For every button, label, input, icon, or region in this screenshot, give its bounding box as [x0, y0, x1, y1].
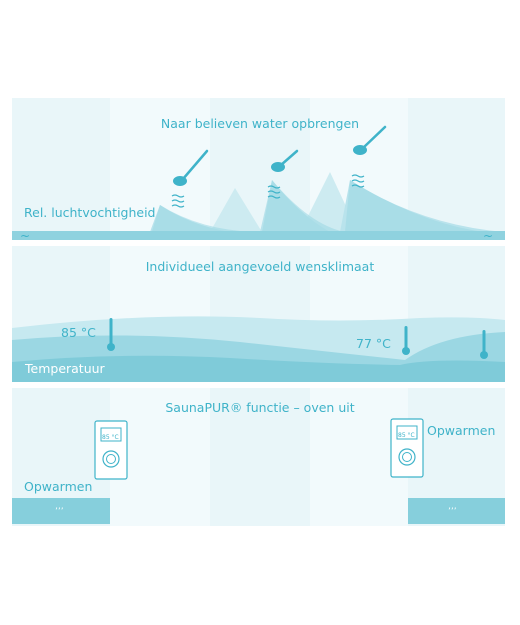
temperature-label: Temperatuur — [25, 361, 105, 376]
thermometer-icon — [402, 326, 410, 355]
tilde-icon: ~ — [20, 229, 30, 243]
temperature-waves — [12, 316, 505, 382]
temperature-wave-front — [12, 355, 505, 382]
heating-bar-left — [12, 498, 110, 524]
humidity-title: Naar believen water opbrengen — [160, 116, 360, 131]
tilde-icon: ~ — [483, 229, 493, 243]
climate-title: Individueel aangevoeld wensklimaat — [145, 259, 375, 274]
section-divider — [12, 382, 505, 388]
section-divider — [12, 240, 505, 246]
steam-icon — [351, 174, 365, 188]
water-ladle-icon — [271, 149, 299, 172]
humidity-wave-shade — [150, 180, 505, 238]
heat-waves-icon: ʼʼʼ — [55, 507, 64, 517]
thermometer-icon — [107, 318, 115, 351]
sauna-controller-left — [94, 420, 128, 480]
heating-bar-right — [408, 498, 505, 524]
steam-icon — [171, 194, 185, 208]
diagram-background — [12, 98, 505, 526]
humidity-baseline — [12, 231, 505, 240]
humidity-waves: ~ ~ — [12, 172, 505, 243]
water-ladle-icon — [353, 125, 387, 155]
controller-display-left: 85 °C — [102, 434, 119, 441]
steam-icon — [267, 185, 281, 199]
temperature-value-mid: 77 °C — [356, 336, 391, 351]
heat-waves-icon: ʼʼʼ — [448, 507, 457, 517]
water-ladle-icon — [173, 149, 209, 186]
warmup-label-left: Opwarmen — [24, 479, 93, 494]
warmup-label-right: Opwarmen — [427, 423, 496, 438]
controller-display-right: 85 °C — [398, 432, 415, 439]
thermometer-icon — [480, 330, 488, 359]
sauna-controller-right — [390, 418, 424, 478]
saunapur-title: SaunaPUR® functie – oven uit — [165, 400, 355, 415]
humidity-peak — [210, 188, 262, 232]
temperature-value-left: 85 °C — [61, 325, 96, 340]
humidity-label: Rel. luchtvochtigheid — [24, 205, 156, 220]
